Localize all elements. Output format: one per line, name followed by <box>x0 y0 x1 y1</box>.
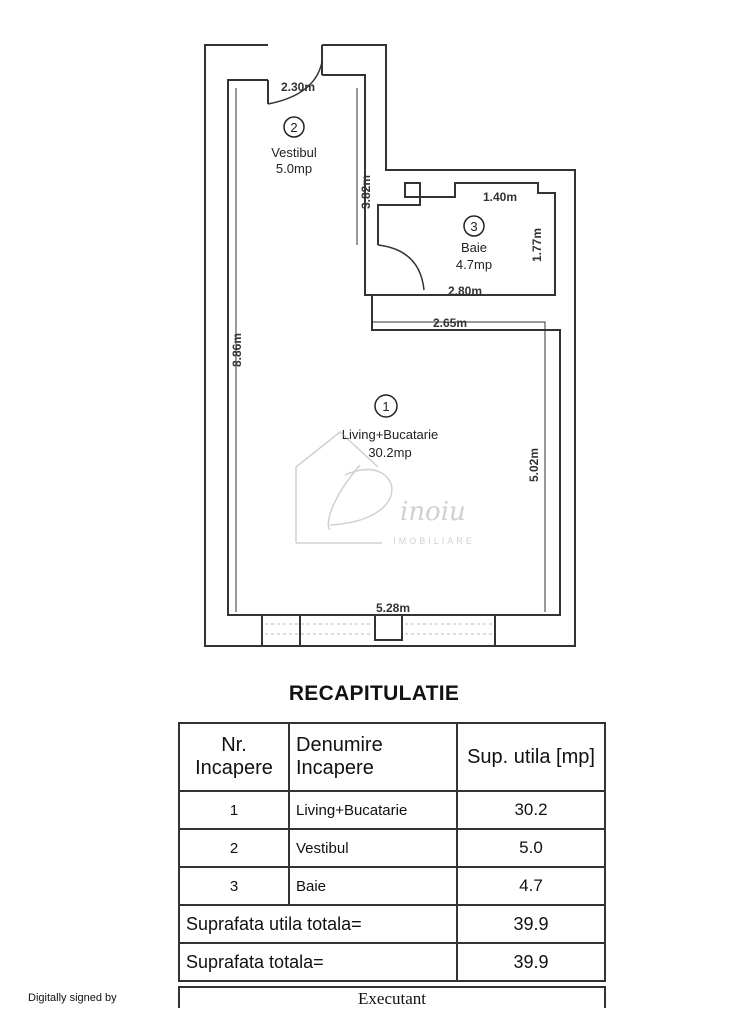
svg-text:Baie: Baie <box>461 240 487 255</box>
total-util-row: Suprafata utila totala= 39.9 <box>178 904 606 944</box>
cell-name: Vestibul <box>288 828 458 868</box>
digital-signature-text: Digitally signed by <box>28 992 117 1004</box>
svg-text:5.28m: 5.28m <box>376 601 410 615</box>
total-util-value: 39.9 <box>456 904 606 944</box>
svg-text:3.82m: 3.82m <box>359 175 373 209</box>
recap-title: RECAPITULATIE <box>288 682 460 705</box>
svg-text:1: 1 <box>382 399 389 414</box>
svg-text:2: 2 <box>290 120 297 135</box>
svg-text:2.30m: 2.30m <box>281 80 315 94</box>
cell-area: 5.0 <box>456 828 606 868</box>
walls <box>204 44 576 647</box>
room-1-label: 1 Living+Bucatarie 30.2mp <box>342 394 438 460</box>
total-row: Suprafata totala= 39.9 <box>178 942 606 982</box>
cell-nr: 1 <box>178 790 290 830</box>
svg-text:1.77m: 1.77m <box>530 228 544 262</box>
room-3-label: 3 Baie 4.7mp <box>456 215 492 272</box>
cell-area: 4.7 <box>456 866 606 906</box>
total-value: 39.9 <box>456 942 606 982</box>
table-row: 2 Vestibul 5.0 <box>178 828 606 868</box>
floor-plan: 2 Vestibul 5.0mp 3 Baie 4.7mp 1 Living+B… <box>204 44 576 647</box>
svg-text:3: 3 <box>470 219 477 234</box>
dimensions: 2.30m 3.82m 1.40m 1.77m 2.80m 2.65m 5.02… <box>230 80 544 615</box>
recap-table: Nr. Incapere Denumire Incapere Sup. util… <box>178 722 606 982</box>
header-nr: Nr. Incapere <box>178 722 290 792</box>
header-name: Denumire Incapere <box>288 722 458 792</box>
table-header-row: Nr. Incapere Denumire Incapere Sup. util… <box>178 722 606 792</box>
svg-text:5.0mp: 5.0mp <box>276 161 312 176</box>
cell-nr: 3 <box>178 866 290 906</box>
total-util-label: Suprafata utila totala= <box>178 904 458 944</box>
header-area: Sup. utila [mp] <box>456 722 606 792</box>
svg-text:4.7mp: 4.7mp <box>456 257 492 272</box>
cell-name: Baie <box>288 866 458 906</box>
executant-label: Executant <box>178 986 606 1008</box>
watermark-logo: inoiu IMOBILIARE <box>295 431 475 546</box>
cell-area: 30.2 <box>456 790 606 830</box>
svg-text:1.40m: 1.40m <box>483 190 517 204</box>
cell-name: Living+Bucatarie <box>288 790 458 830</box>
svg-text:30.2mp: 30.2mp <box>368 445 411 460</box>
svg-text:inoiu: inoiu <box>400 497 466 527</box>
svg-text:2.80m: 2.80m <box>448 284 482 298</box>
cell-nr: 2 <box>178 828 290 868</box>
room-2-label: 2 Vestibul 5.0mp <box>271 116 317 176</box>
svg-text:8.86m: 8.86m <box>230 333 244 367</box>
window-hatch <box>265 623 492 635</box>
table-row: 3 Baie 4.7 <box>178 866 606 906</box>
svg-text:Living+Bucatarie: Living+Bucatarie <box>342 427 438 442</box>
svg-text:Vestibul: Vestibul <box>271 145 317 160</box>
svg-text:2.65m: 2.65m <box>433 316 467 330</box>
table-row: 1 Living+Bucatarie 30.2 <box>178 790 606 830</box>
svg-text:5.02m: 5.02m <box>527 448 541 482</box>
svg-text:IMOBILIARE: IMOBILIARE <box>393 536 475 546</box>
total-label: Suprafata totala= <box>178 942 458 982</box>
